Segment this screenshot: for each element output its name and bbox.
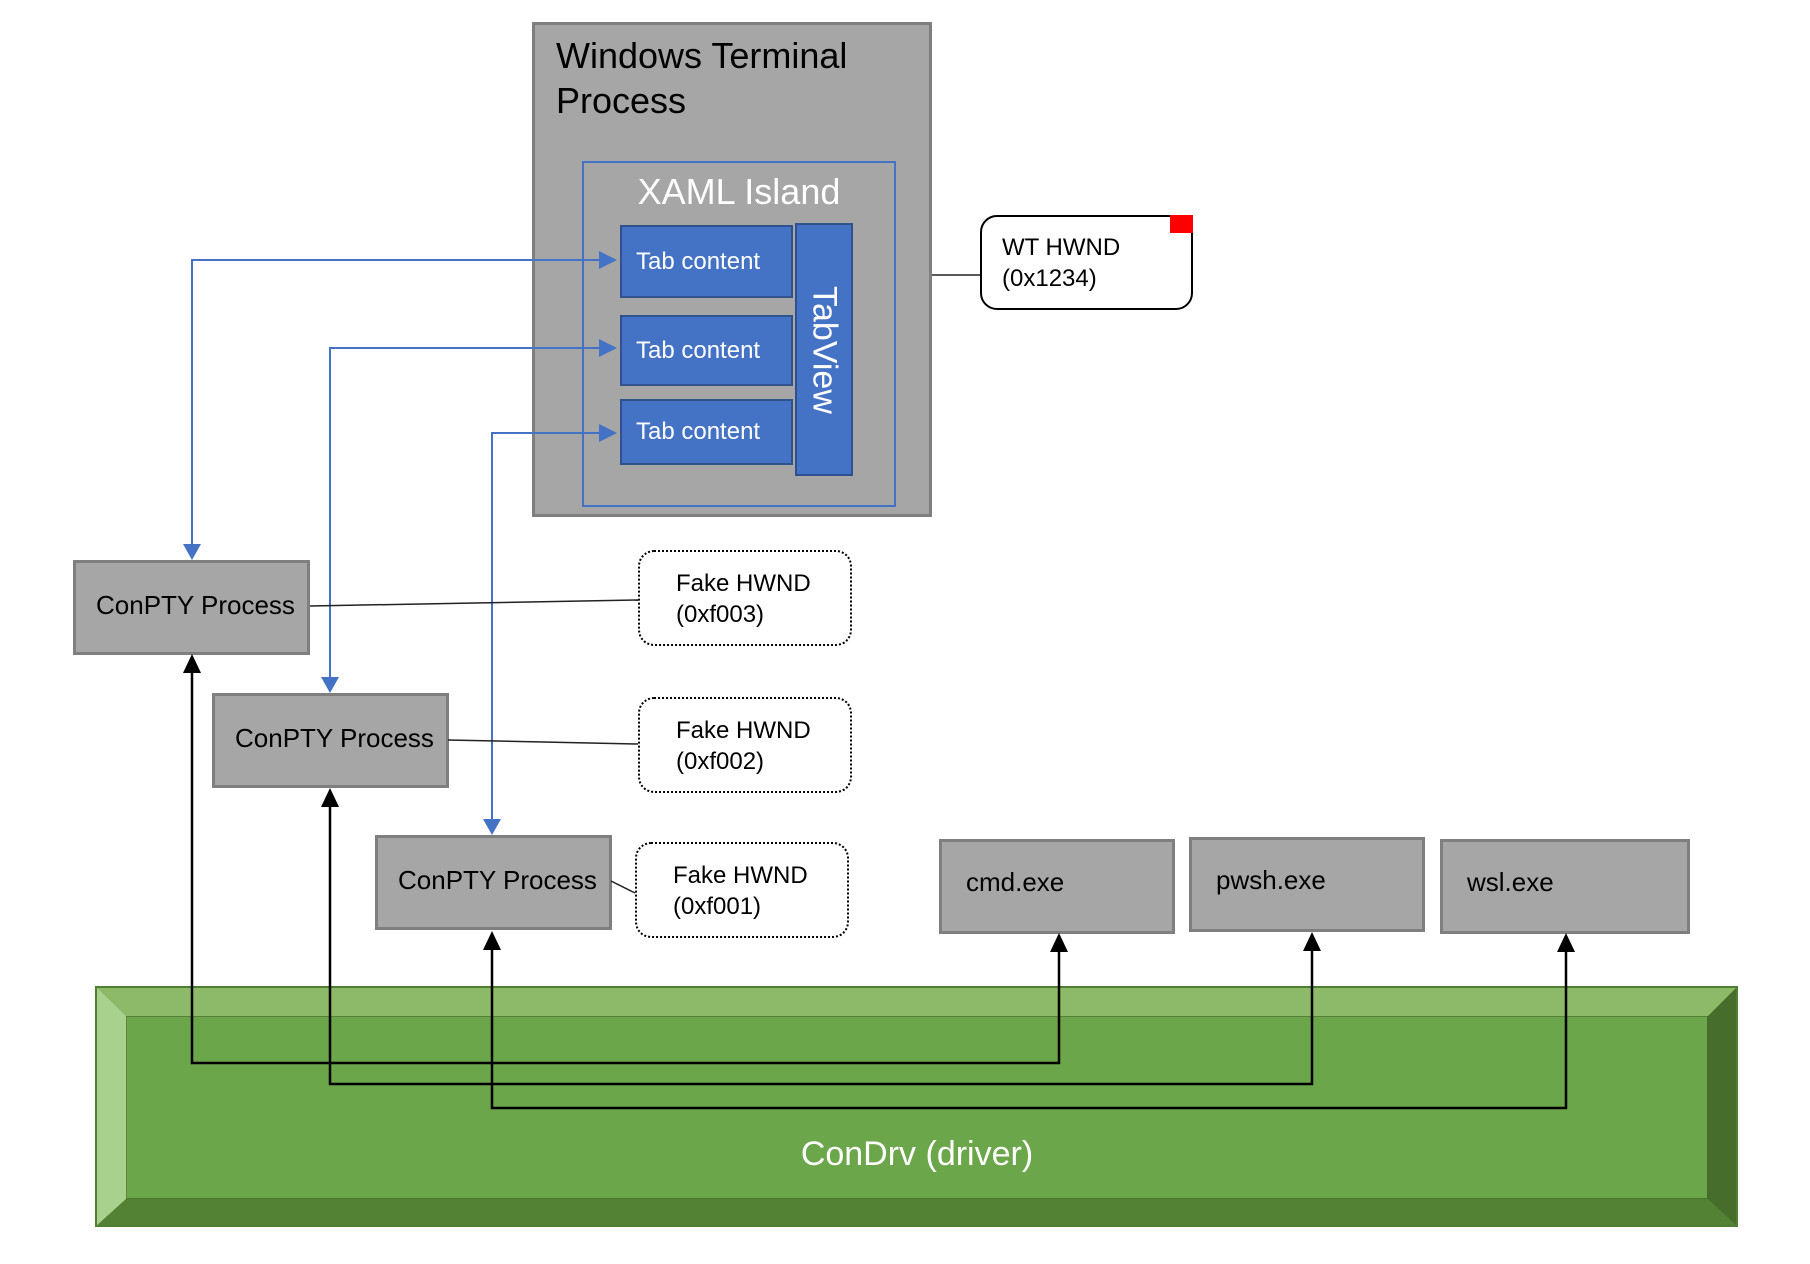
conpty-process-label-2: ConPTY Process <box>235 723 434 753</box>
process-label-wsl-exe: wsl.exe <box>1467 867 1554 897</box>
tab-content-label-3: Tab content <box>636 418 761 445</box>
fake-hwnd-box-0xf002: Fake HWND (0xf002) <box>638 697 852 793</box>
line-conpty2-to-fake-0xf002 <box>447 739 639 745</box>
black-arrowhead-up-wsl <box>1557 933 1575 952</box>
line-conpty1-to-fake-0xf003 <box>309 599 639 607</box>
fake-hwnd-0xf002-line2: (0xf002) <box>676 748 765 775</box>
fake-hwnd-0xf002-line1: Fake HWND <box>676 717 811 744</box>
windows-terminal-process-box: Windows Terminal Process XAML Island Tab… <box>532 22 932 517</box>
red-marker-square <box>1170 215 1193 233</box>
blue-arrowhead-down-conpty2 <box>321 677 339 693</box>
wt-hwnd-box: WT HWND (0x1234) <box>980 215 1193 310</box>
black-arrowhead-up-conpty3 <box>483 931 501 950</box>
process-box-pwsh-exe: pwsh.exe <box>1189 837 1425 932</box>
conpty-process-box-2: ConPTY Process <box>212 693 449 788</box>
black-arrowhead-up-pwsh <box>1303 932 1321 951</box>
tabview-box: TabView <box>795 223 853 476</box>
fake-hwnd-box-0xf001: Fake HWND (0xf001) <box>635 842 849 938</box>
black-arrowhead-up-conpty1 <box>183 654 201 673</box>
line-conpty3-to-fake-0xf001 <box>610 880 636 894</box>
process-box-wsl-exe: wsl.exe <box>1440 839 1690 934</box>
wt-hwnd-line2: (0x1234) <box>1002 265 1097 292</box>
condrv-driver-box: ConDrv (driver) <box>95 986 1738 1227</box>
tab-content-label-1: Tab content <box>636 247 761 275</box>
xaml-island-title: XAML Island <box>637 171 841 212</box>
tab-content-label-2: Tab content <box>636 336 761 364</box>
blue-arrowhead-down-conpty3 <box>483 819 501 835</box>
fake-hwnd-0xf003-line1: Fake HWND <box>676 570 811 597</box>
process-label-cmd-exe: cmd.exe <box>966 867 1065 897</box>
fake-hwnd-0xf001-line2: (0xf001) <box>673 893 762 920</box>
process-label-pwsh-exe: pwsh.exe <box>1216 865 1326 895</box>
conpty-process-label-1: ConPTY Process <box>96 590 295 620</box>
conpty-process-box-1: ConPTY Process <box>73 560 310 655</box>
fake-hwnd-0xf001-line1: Fake HWND <box>673 862 808 889</box>
tab-content-box-3: Tab content <box>620 399 793 465</box>
blue-arrowhead-down-conpty1 <box>183 544 201 560</box>
tab-content-box-2: Tab content <box>620 315 793 386</box>
black-arrowhead-up-cmd <box>1050 933 1068 952</box>
fake-hwnd-box-0xf003: Fake HWND (0xf003) <box>638 550 852 646</box>
tabview-label: TabView <box>805 285 844 414</box>
fake-hwnd-0xf003-line2: (0xf003) <box>676 601 765 628</box>
wt-hwnd-line1: WT HWND <box>1002 234 1121 261</box>
conpty-process-label-3: ConPTY Process <box>398 865 597 895</box>
xaml-island-box: XAML Island Tab content Tab content Tab … <box>582 161 896 507</box>
conpty-process-box-3: ConPTY Process <box>375 835 612 930</box>
process-box-cmd-exe: cmd.exe <box>939 839 1175 934</box>
condrv-driver-label: ConDrv (driver) <box>800 1135 1034 1173</box>
black-arrowhead-up-conpty2 <box>321 788 339 807</box>
tab-content-box-1: Tab content <box>620 225 793 298</box>
windows-terminal-process-title: Windows Terminal Process <box>556 35 848 121</box>
